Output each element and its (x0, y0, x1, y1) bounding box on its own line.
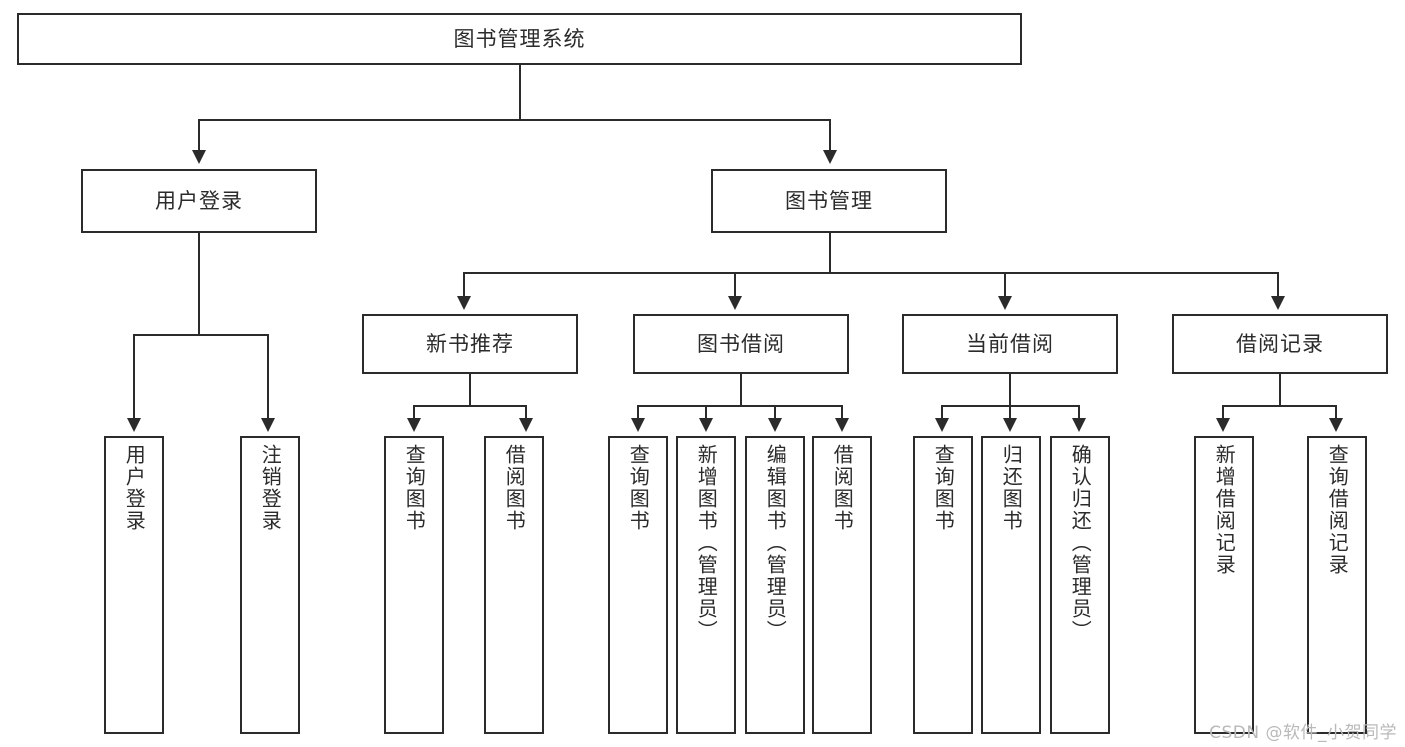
arrowhead-bb-leaf-3 (768, 418, 782, 432)
leaf-node-add-book-admin[interactable]: 新增图书（管理员） (676, 436, 736, 734)
node-label: 编辑图书（管理员） (763, 444, 788, 642)
node-current-borrow[interactable]: 当前借阅 (902, 314, 1118, 374)
connector-drop-bb-leaf-3 (774, 405, 776, 419)
connector-borrow-record-bus (1222, 405, 1337, 407)
node-book-management[interactable]: 图书管理 (711, 169, 947, 233)
connector-drop-nb-leaf-2 (525, 405, 527, 419)
connector-drop-bb-leaf-4 (841, 405, 843, 419)
connector-drop-current-borrow (1004, 272, 1006, 297)
node-label: 借阅图书 (502, 444, 527, 532)
connector-drop-cb-leaf-3 (1078, 405, 1080, 419)
node-label: 查询图书 (931, 444, 956, 532)
arrowhead-leaf-user-login (127, 418, 141, 432)
arrowhead-book-borrow (728, 296, 742, 310)
arrowhead-borrow-record (1271, 296, 1285, 310)
arrowhead-bb-leaf-2 (699, 418, 713, 432)
connector-book-borrow-bus (637, 405, 843, 407)
arrowhead-br-leaf-2 (1329, 418, 1343, 432)
node-user-login[interactable]: 用户登录 (81, 169, 317, 233)
node-label: 借阅记录 (1236, 331, 1324, 356)
connector-drop-br-leaf-2 (1335, 405, 1337, 419)
watermark-text: CSDN @软件_小贺同学 (1209, 723, 1397, 743)
node-label: 新增图书（管理员） (694, 444, 719, 642)
leaf-node-query-book-recommend[interactable]: 查询图书 (384, 436, 444, 734)
leaf-node-edit-book-admin[interactable]: 编辑图书（管理员） (745, 436, 805, 734)
leaf-node-query-book-borrow[interactable]: 查询图书 (608, 436, 668, 734)
node-root-system[interactable]: 图书管理系统 (17, 13, 1022, 65)
leaf-node-query-borrow-record[interactable]: 查询借阅记录 (1307, 436, 1367, 734)
connector-drop-cb-leaf-2 (1009, 405, 1011, 419)
node-borrow-record[interactable]: 借阅记录 (1172, 314, 1388, 374)
node-book-borrow[interactable]: 图书借阅 (633, 314, 849, 374)
connector-drop-leaf-user-login (133, 334, 135, 419)
connector-level3-bus (463, 272, 1279, 274)
connector-drop-user-login (198, 119, 200, 151)
leaf-node-borrow-book-recommend[interactable]: 借阅图书 (484, 436, 544, 734)
arrowhead-bb-leaf-1 (631, 418, 645, 432)
arrowhead-nb-leaf-2 (519, 418, 533, 432)
leaf-node-query-book-current[interactable]: 查询图书 (913, 436, 973, 734)
connector-drop-cb-leaf-1 (941, 405, 943, 419)
leaf-node-user-login[interactable]: 用户登录 (104, 436, 164, 734)
connector-drop-book-manage (829, 119, 831, 151)
node-new-book-recommend[interactable]: 新书推荐 (362, 314, 578, 374)
node-label: 用户登录 (155, 188, 243, 213)
node-label: 新增借阅记录 (1212, 444, 1237, 576)
node-label: 查询图书 (402, 444, 427, 532)
connector-current-borrow-stem (1009, 374, 1011, 407)
node-label: 注销登录 (258, 444, 283, 532)
connector-drop-book-borrow (734, 272, 736, 297)
arrowhead-leaf-logout (261, 418, 275, 432)
connector-drop-leaf-logout (267, 334, 269, 419)
arrowhead-book-manage (823, 150, 837, 164)
connector-drop-new-book (463, 272, 465, 297)
arrowhead-br-leaf-1 (1216, 418, 1230, 432)
connector-book-borrow-stem (740, 374, 742, 407)
connector-drop-br-leaf-1 (1222, 405, 1224, 419)
connector-user-login-bus (133, 334, 268, 336)
leaf-node-borrow-book[interactable]: 借阅图书 (812, 436, 872, 734)
connector-borrow-record-stem (1279, 374, 1281, 407)
connector-drop-bb-leaf-2 (705, 405, 707, 419)
node-label: 用户登录 (122, 444, 147, 532)
arrowhead-cb-leaf-3 (1072, 418, 1086, 432)
connector-drop-nb-leaf-1 (413, 405, 415, 419)
node-label: 确认归还（管理员） (1068, 444, 1093, 642)
arrowhead-bb-leaf-4 (835, 418, 849, 432)
arrowhead-cb-leaf-2 (1003, 418, 1017, 432)
connector-drop-bb-leaf-1 (637, 405, 639, 419)
connector-drop-borrow-record (1277, 272, 1279, 297)
connector-level2-bus (198, 119, 831, 121)
node-label: 当前借阅 (966, 331, 1054, 356)
leaf-node-add-borrow-record[interactable]: 新增借阅记录 (1194, 436, 1254, 734)
leaf-node-logout[interactable]: 注销登录 (240, 436, 300, 734)
node-label: 归还图书 (999, 444, 1024, 532)
leaf-node-confirm-return-admin[interactable]: 确认归还（管理员） (1050, 436, 1110, 734)
connector-user-login-stem (198, 233, 200, 336)
node-label: 新书推荐 (426, 331, 514, 356)
connector-root-stem (519, 65, 521, 120)
node-label: 查询借阅记录 (1325, 444, 1350, 576)
connector-book-manage-stem (829, 233, 831, 274)
leaf-node-return-book[interactable]: 归还图书 (981, 436, 1041, 734)
node-label: 借阅图书 (830, 444, 855, 532)
arrowhead-nb-leaf-1 (407, 418, 421, 432)
node-label: 图书管理系统 (453, 26, 586, 51)
arrowhead-user-login (192, 150, 206, 164)
node-label: 图书管理 (785, 188, 873, 213)
arrowhead-cb-leaf-1 (935, 418, 949, 432)
node-label: 图书借阅 (697, 331, 785, 356)
arrowhead-new-book (457, 296, 471, 310)
node-label: 查询图书 (626, 444, 651, 532)
arrowhead-current-borrow (998, 296, 1012, 310)
connector-new-book-stem (469, 374, 471, 407)
connector-new-book-bus (413, 405, 526, 407)
